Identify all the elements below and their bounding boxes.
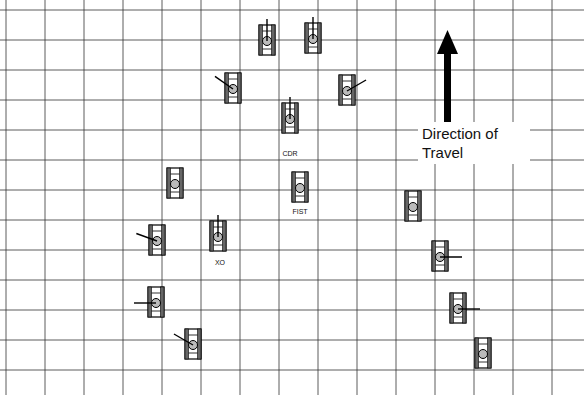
vehicle-icon [432,241,462,271]
grid-line [396,0,397,395]
grid-line [474,0,475,395]
grid-line [279,0,280,395]
vehicle-icon [475,338,491,368]
grid-line [435,0,436,395]
vehicle-icon [282,97,298,133]
vehicle-label: XO [215,259,225,266]
grid-line [0,40,584,41]
travel-arrow [437,30,458,122]
grid-line [0,100,584,101]
grid-line [45,0,46,395]
direction-label: Direction of Travel [418,122,530,164]
grid-line [0,10,584,11]
grid-line [357,0,358,395]
grid-line [0,70,584,71]
vehicle-icon [292,172,308,202]
grid-line [0,340,584,341]
vehicle-icon [339,75,366,105]
grid-line [318,0,319,395]
vehicle-icon [134,287,164,317]
grid-line [0,250,584,251]
vehicle-icon [215,73,241,103]
vehicle-label: CDR [282,150,297,157]
grid-line [84,0,85,395]
grid-line [0,220,584,221]
vehicle-icon [174,329,201,359]
vehicle-icon [167,168,183,198]
vehicle-icon [305,17,321,53]
vehicle-icon [210,215,226,251]
grid-line [240,0,241,395]
grid-line [123,0,124,395]
vehicle-icon [450,293,480,323]
vehicle-icon [405,191,421,221]
vehicle-label: FIST [292,208,307,215]
grid-line [513,0,514,395]
vehicle-icon [259,19,275,55]
grid-line [6,0,7,395]
grid-line [0,310,584,311]
vehicle-icon [136,225,165,255]
grid-line [162,0,163,395]
grid-line [0,280,584,281]
grid-line [0,370,584,371]
grid-line [552,0,553,395]
